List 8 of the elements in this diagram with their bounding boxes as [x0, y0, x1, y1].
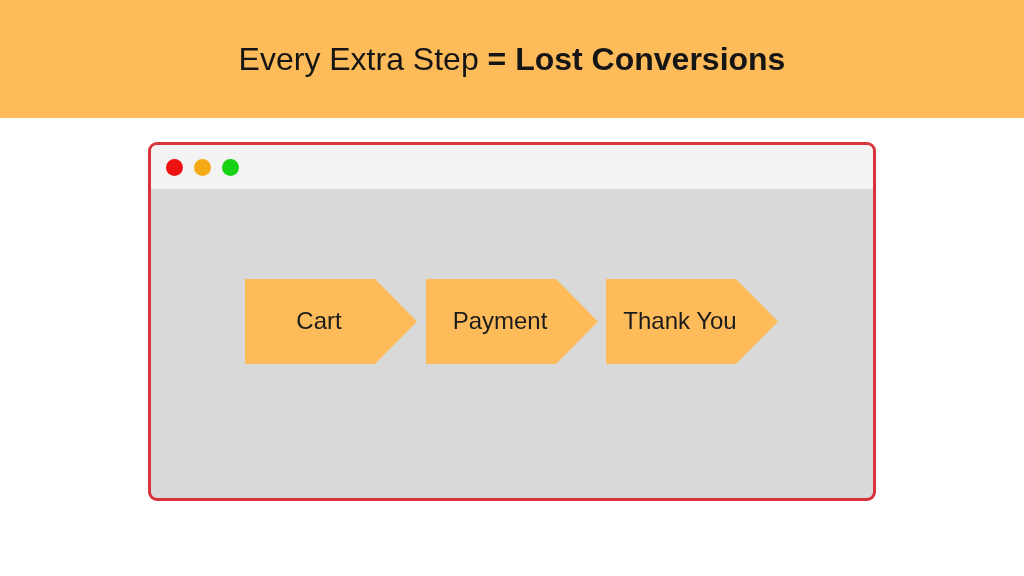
step-label: Cart [295, 306, 343, 337]
chevron-step [245, 279, 417, 364]
browser-window [148, 142, 876, 501]
step-label: Payment [451, 306, 549, 337]
title: Every Extra Step = Lost Conversions [238, 39, 786, 79]
chevron-step [606, 279, 778, 364]
step-label: Thank You [622, 306, 738, 337]
chevron-step [426, 279, 598, 364]
